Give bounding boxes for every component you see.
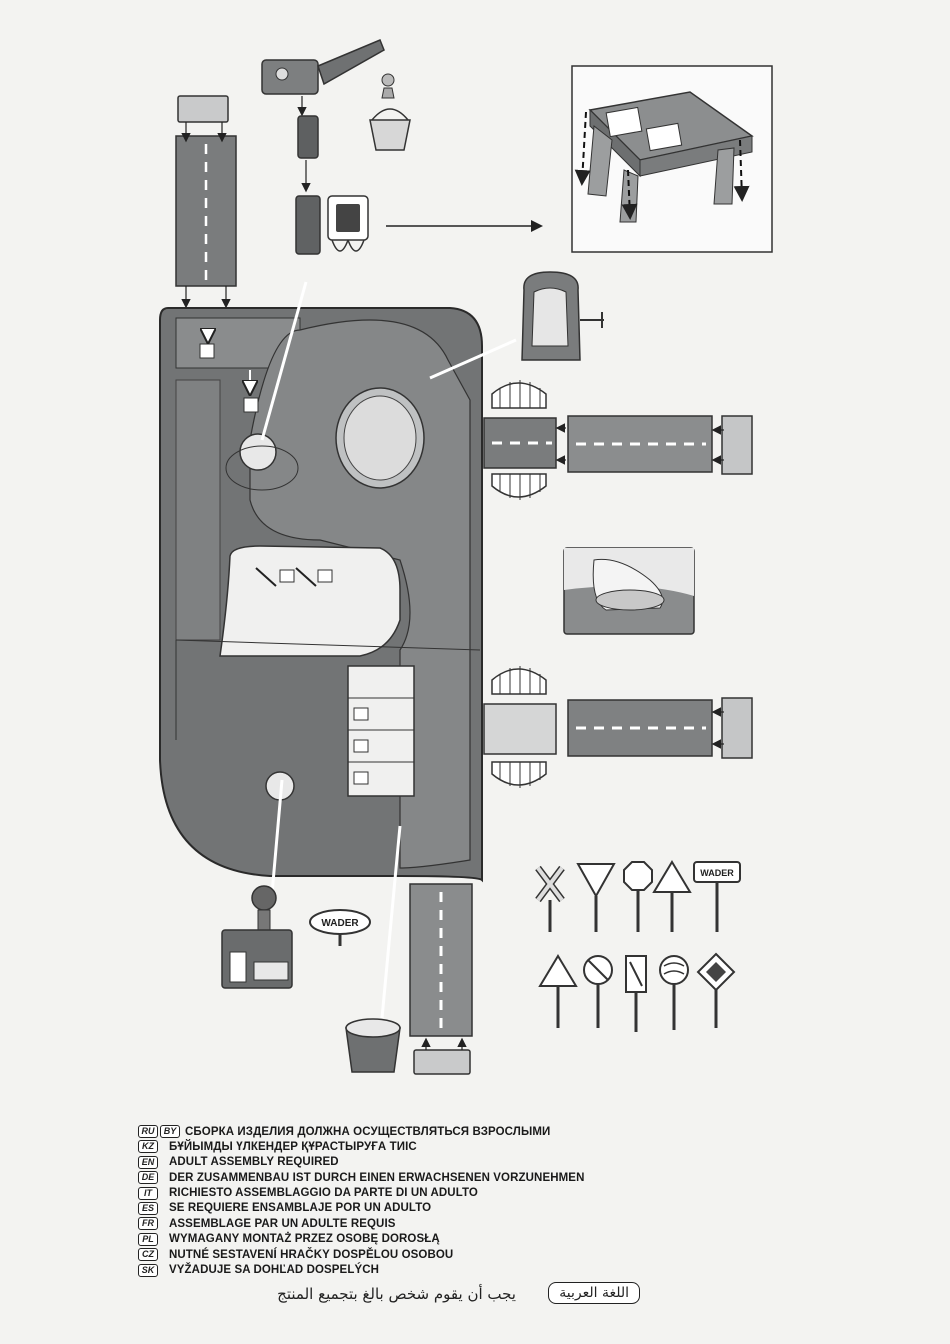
round-sign: [659, 955, 689, 1030]
hand-press-photo: [563, 547, 695, 635]
lang-code-badge: IT: [138, 1186, 158, 1200]
assembly-notice-text: ADULT ASSEMBLY REQUIRED: [169, 1156, 339, 1169]
lang-codes: CZ: [138, 1248, 164, 1262]
pointer-line: [260, 281, 308, 441]
no-entry-sign: [623, 861, 653, 932]
lang-codes: EN: [138, 1155, 164, 1169]
joystick-part: [221, 885, 293, 989]
assembly-notice-text: ASSEMBLAGE PAR UN ADULTE REQUIS: [169, 1217, 396, 1230]
bottom-road-piece: [409, 883, 473, 1075]
lang-code-badge: SK: [138, 1263, 158, 1277]
assembly-notice-text: RICHIESTO ASSEMBLAGGIO DA PARTE DI UN AD…: [169, 1187, 478, 1200]
lang-code-badge: BY: [160, 1125, 180, 1138]
lang-code-badge: RU: [138, 1125, 158, 1138]
crank-part: [521, 271, 604, 361]
brand-badge-label: WADER: [321, 918, 359, 929]
assembly-notice-text: БҰЙЫМДЫ ҮЛКЕНДЕР ҚҰРАСТЫРУҒА ТИІС: [169, 1140, 417, 1153]
top-road-piece: [175, 95, 237, 309]
lang-codes: ES: [138, 1201, 164, 1215]
assembly-notice-list: RU BY СБОРКА ИЗДЕЛИЯ ДОЛЖНА ОСУЩЕСТВЛЯТЬ…: [138, 1124, 678, 1278]
lang-codes: DE: [138, 1171, 164, 1185]
lang-row-it: IT RICHIESTO ASSEMBLAGGIO DA PARTE DI UN…: [138, 1186, 678, 1201]
lang-row-sk: SK VYŽADUJE SA DOHĽAD DOSPELÝCH: [138, 1263, 678, 1278]
lang-code-badge: DE: [138, 1171, 158, 1185]
prohibition-sign: [583, 955, 613, 1028]
brand-badge: [309, 909, 371, 946]
lang-codes: PL: [138, 1232, 164, 1246]
assembly-notice-text: DER ZUSAMMENBAU IST DURCH EINEN ERWACHSE…: [169, 1171, 585, 1184]
lang-code-badge: PL: [138, 1232, 158, 1246]
rectangle-sign: [625, 955, 647, 1032]
arabic-notice-text: يجب أن يقوم شخص بالغ بتجميع المنتج: [277, 1285, 516, 1303]
assembly-notice-text: VYŽADUJE SA DOHĽAD DOSPELÝCH: [169, 1264, 380, 1277]
lang-row-kz: KZ БҰЙЫМДЫ ҮЛКЕНДЕР ҚҰРАСТЫРУҒА ТИІС: [138, 1139, 678, 1154]
lang-code-badge: FR: [138, 1217, 158, 1231]
assembly-notice-text: СБОРКА ИЗДЕЛИЯ ДОЛЖНА ОСУЩЕСТВЛЯТЬСЯ ВЗР…: [185, 1125, 551, 1138]
lang-row-pl: PL WYMAGANY MONTAŻ PRZEZ OSOBĘ DOROSŁĄ: [138, 1232, 678, 1247]
lang-code-badge: KZ: [138, 1140, 158, 1154]
arabic-notice: يجب أن يقوم شخص بالغ بتجميع المنتج اللغة…: [210, 1282, 640, 1312]
brand-sign: [693, 861, 741, 932]
assembly-notice-text: NUTNÉ SESTAVENÍ HRAČKY DOSPĚLOU OSOBOU: [169, 1248, 454, 1261]
yield-sign: [576, 863, 616, 932]
lang-codes: FR: [138, 1217, 164, 1231]
lang-row-en: EN ADULT ASSEMBLY REQUIRED: [138, 1155, 678, 1170]
lang-row-cz: CZ NUTNÉ SESTAVENÍ HRAČKY DOSPĚLOU OSOBO…: [138, 1247, 678, 1262]
lang-codes: RU BY: [138, 1125, 180, 1138]
lang-code-badge: CZ: [138, 1248, 158, 1262]
cup-part: [345, 1018, 401, 1073]
right-road-upper: [483, 380, 753, 500]
road-signs: [535, 860, 741, 1032]
crossing-sign: [535, 865, 565, 932]
lang-codes: SK: [138, 1263, 164, 1277]
arabic-language-label: اللغة العربية: [548, 1282, 640, 1304]
assembly-notice-text: SE REQUIERE ENSAMBLAJE POR UN ADULTO: [169, 1202, 432, 1215]
lang-code-badge: ES: [138, 1201, 158, 1215]
pointer-line: [270, 779, 284, 895]
warning-sign: [652, 860, 692, 932]
lang-codes: IT: [138, 1186, 164, 1200]
lang-row-ru-by: RU BY СБОРКА ИЗДЕЛИЯ ДОЛЖНА ОСУЩЕСТВЛЯТЬ…: [138, 1124, 678, 1139]
lang-codes: KZ: [138, 1140, 164, 1154]
lang-row-es: ES SE REQUIERE ENSAMBLAJE POR UN ADULTO: [138, 1201, 678, 1216]
danger-sign: [538, 954, 578, 1028]
crane-parts: [261, 39, 543, 255]
priority-sign: [696, 952, 736, 1028]
pointer-line: [429, 338, 517, 380]
brand-sign-label: WADER: [700, 868, 734, 878]
assembly-notice-text: WYMAGANY MONTAŻ PRZEZ OSOBĘ DOROSŁĄ: [169, 1233, 440, 1246]
pointer-line: [380, 825, 402, 1019]
lang-row-fr: FR ASSEMBLAGE PAR UN ADULTE REQUIS: [138, 1216, 678, 1231]
right-road-lower: [483, 666, 753, 788]
main-track-board: [159, 307, 483, 883]
lang-row-de: DE DER ZUSAMMENBAU IST DURCH EINEN ERWAC…: [138, 1170, 678, 1185]
table-detail-box: [571, 65, 773, 253]
lang-code-badge: EN: [138, 1155, 158, 1169]
